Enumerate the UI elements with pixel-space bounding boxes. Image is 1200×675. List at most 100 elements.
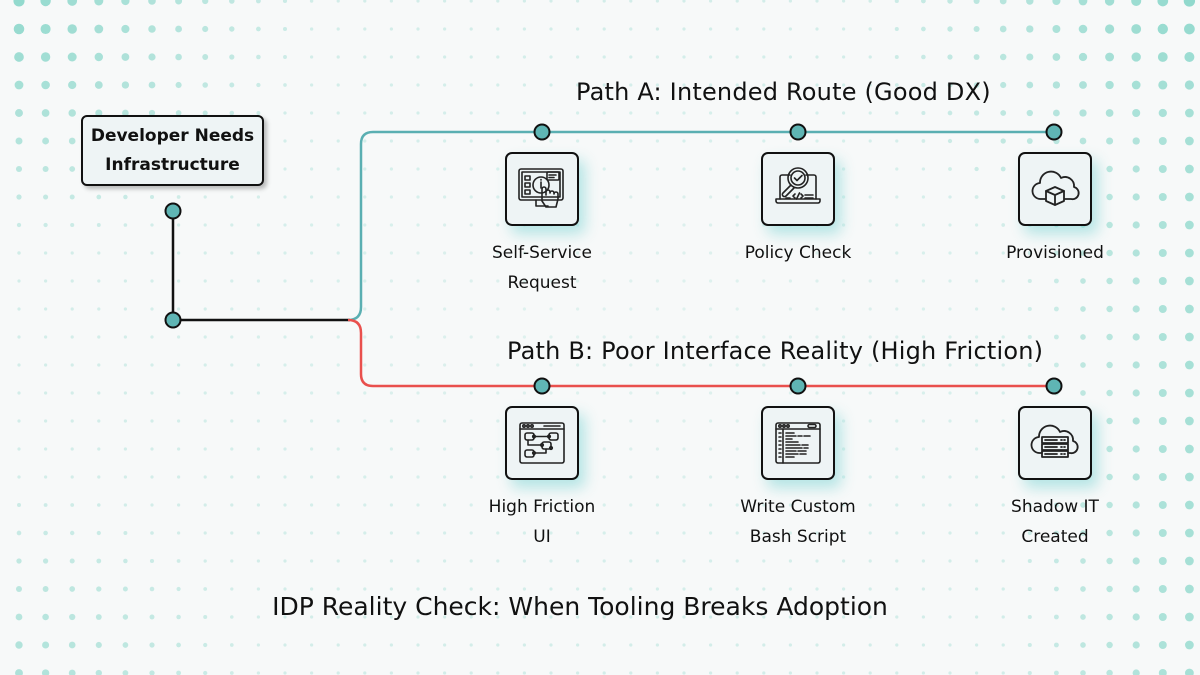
background-dot — [549, 111, 553, 115]
background-dot — [1080, 670, 1086, 675]
background-dot — [842, 0, 846, 3]
background-dot — [1000, 166, 1006, 172]
path-a-step-policy-check[interactable]: Policy Check — [718, 152, 878, 268]
background-dot — [921, 139, 926, 143]
background-dot — [629, 251, 633, 255]
background-dot — [1001, 363, 1005, 367]
background-dot — [815, 27, 819, 31]
background-dot — [868, 475, 872, 479]
background-dot — [416, 83, 420, 87]
background-dot — [709, 363, 713, 367]
background-dot — [1132, 613, 1140, 621]
background-dot — [868, 419, 872, 423]
path-b-step-bash-script[interactable]: Write Custom Bash Script — [718, 406, 878, 552]
background-dot — [469, 643, 473, 647]
start-node-box[interactable]: Developer Needs Infrastructure — [81, 115, 264, 186]
background-dot — [682, 279, 686, 283]
background-dot — [1184, 52, 1195, 62]
background-dot — [389, 475, 393, 479]
background-dot — [177, 307, 181, 311]
background-dot — [202, 110, 208, 116]
background-dot — [229, 54, 235, 60]
background-dot — [443, 503, 447, 507]
background-dot — [682, 503, 686, 507]
path-b-node-1[interactable] — [533, 377, 551, 395]
background-dot — [443, 671, 447, 675]
path-b-node-3[interactable] — [1045, 377, 1063, 395]
background-dot — [947, 110, 953, 116]
background-dot — [842, 503, 846, 507]
background-dot — [496, 671, 500, 675]
background-dot — [948, 643, 952, 647]
background-dot — [443, 27, 447, 31]
branch-node[interactable] — [164, 311, 182, 329]
background-dot — [629, 615, 633, 619]
background-dot — [123, 558, 128, 564]
background-dot — [999, 53, 1007, 61]
background-dot — [549, 363, 553, 367]
background-dot — [175, 0, 183, 5]
background-dot — [576, 307, 580, 311]
background-dot — [948, 251, 952, 255]
background-dot — [203, 251, 207, 255]
background-dot — [70, 307, 74, 311]
self-service-card[interactable] — [505, 152, 579, 226]
background-dot — [363, 139, 367, 143]
background-dot — [762, 643, 766, 647]
background-dot — [496, 0, 500, 3]
high-friction-ui-card[interactable] — [505, 406, 579, 480]
provisioned-card[interactable] — [1018, 152, 1092, 226]
background-dot — [283, 111, 287, 115]
background-dot — [1053, 530, 1059, 536]
path-a-step-provisioned[interactable]: Provisioned — [975, 152, 1135, 268]
background-dot — [655, 587, 660, 591]
background-dot — [496, 419, 500, 423]
background-dot — [895, 279, 899, 283]
background-dot — [310, 279, 314, 283]
path-b-step-high-friction-ui[interactable]: High Friction UI — [462, 406, 622, 552]
background-dot — [416, 503, 420, 507]
self-service-touchscreen-icon — [518, 168, 564, 208]
path-a-node-1[interactable] — [533, 123, 551, 141]
background-dot — [149, 194, 155, 200]
background-dot — [150, 223, 154, 227]
path-a-step-self-service[interactable]: Self-Service Request — [462, 152, 622, 298]
path-a-node-2[interactable] — [789, 123, 807, 141]
background-dot — [788, 587, 793, 591]
background-dot — [975, 587, 979, 591]
background-dot — [1080, 250, 1086, 256]
background-dot — [310, 195, 314, 199]
bash-script-card[interactable] — [761, 406, 835, 480]
background-dot — [1158, 641, 1167, 649]
background-dot — [469, 363, 473, 367]
path-b-step-shadow-it[interactable]: Shadow IT Created — [975, 406, 1135, 552]
policy-check-card[interactable] — [761, 152, 835, 226]
background-dot — [149, 614, 155, 620]
background-dot — [70, 363, 74, 367]
background-dot — [416, 223, 420, 227]
background-dot — [576, 391, 580, 395]
background-dot — [175, 110, 182, 116]
background-dot — [921, 223, 926, 227]
background-dot — [975, 363, 979, 367]
background-dot — [15, 585, 23, 593]
background-dot — [1000, 110, 1007, 116]
background-dot — [549, 559, 553, 563]
background-dot — [1001, 587, 1005, 591]
start-node[interactable] — [164, 202, 182, 220]
bash-script-label: Write Custom Bash Script — [740, 492, 855, 552]
background-dot — [655, 0, 659, 3]
background-dot — [682, 587, 686, 591]
background-dot — [629, 83, 633, 87]
path-b-node-2[interactable] — [789, 377, 807, 395]
background-dot — [868, 671, 872, 675]
background-dot — [177, 475, 181, 479]
path-a-node-3[interactable] — [1045, 123, 1063, 141]
background-dot — [1001, 307, 1005, 311]
background-dot — [788, 363, 793, 367]
background-dot — [1106, 501, 1113, 509]
background-dot — [1106, 193, 1113, 201]
background-dot — [1027, 642, 1032, 648]
background-dot — [1158, 249, 1167, 257]
shadow-it-card[interactable] — [1018, 406, 1092, 480]
